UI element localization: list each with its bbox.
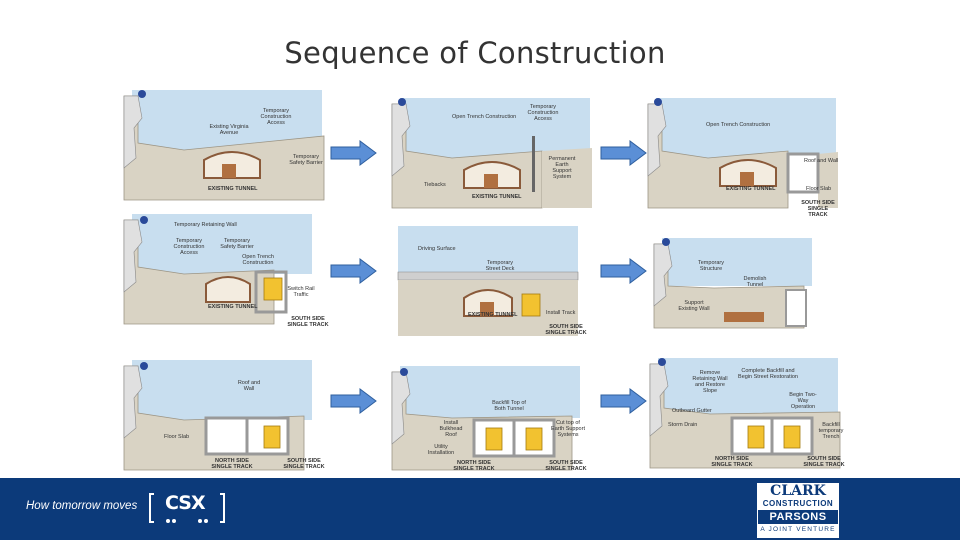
logo-construction: CONSTRUCTION (762, 499, 834, 508)
label-temp-access: Temporary Construction Access (260, 108, 292, 126)
panel-8-illustration (391, 366, 580, 471)
label-complete-backfill: Complete Backfill and Begin Street Resto… (738, 368, 798, 380)
label-temp-structure: Temporary Structure (698, 260, 724, 272)
panel-step-1: Temporary Construction Access Existing V… (123, 88, 325, 201)
logo-joint-venture: A JOINT VENTURE (760, 526, 836, 533)
label-south-side: SOUTH SIDE SINGLE TRACK (803, 456, 845, 468)
label-temp-access: Temporary Construction Access (527, 104, 559, 122)
label-north-side: NORTH SIDE SINGLE TRACK (711, 456, 753, 468)
label-south-side: SOUTH SIDE SINGLE TRACK (545, 460, 587, 472)
label-storm-drain: Storm Drain (668, 422, 698, 428)
label-existing-tunnel: EXISTING TUNNEL (472, 194, 522, 200)
panel-step-9: Remove Retaining Wall and Restore Slope … (649, 356, 850, 469)
label-south-side: SOUTH SIDE SINGLE TRACK (801, 200, 835, 218)
panel-step-7: Roof and Wall Floor Slab NORTH SIDE SING… (123, 358, 325, 471)
panel-9-illustration (649, 358, 841, 469)
label-street-deck: Temporary Street Deck (485, 260, 515, 272)
label-tiebacks: Tiebacks (424, 182, 446, 188)
label-open-trench: Open Trench Construction (452, 114, 517, 120)
label-safety-barrier: Temporary Safety Barrier (220, 238, 254, 250)
label-south-side: SOUTH SIDE SINGLE TRACK (283, 458, 325, 470)
label-existing-tunnel: EXISTING TUNNEL (468, 312, 518, 318)
label-utility: Utility Installation (427, 444, 455, 456)
arrow-4-to-5 (330, 258, 377, 284)
footer-tagline: How tomorrow moves (26, 500, 138, 512)
label-install-roof: Install Bulkhead Roof (439, 420, 463, 438)
label-floor-slab: Floor Slab (806, 186, 832, 192)
label-existing-tunnel: EXISTING TUNNEL (208, 304, 258, 310)
arrow-5-to-6 (600, 258, 647, 284)
label-open-trench: Open Trench Construction (706, 122, 771, 128)
panel-3-illustration (647, 98, 838, 209)
panel-step-6: Temporary Structure Demolish Tunnel Supp… (653, 236, 854, 348)
label-driving-surface: Driving Surface (418, 246, 456, 252)
panel-step-4: Temporary Retaining Wall Temporary Const… (123, 212, 329, 328)
panel-2-illustration (391, 98, 592, 209)
label-temp-access: Temporary Construction Access (173, 238, 205, 256)
label-north-side: NORTH SIDE SINGLE TRACK (453, 460, 495, 472)
label-safety-barrier: Temporary Safety Barrier (289, 154, 323, 166)
label-two-way: Begin Two-Way Operation (789, 392, 817, 410)
panel-6-illustration (653, 238, 812, 329)
label-existing-tunnel: EXISTING TUNNEL (726, 186, 776, 192)
panel-7-illustration (123, 360, 312, 471)
label-north-side: NORTH SIDE SINGLE TRACK (211, 458, 253, 470)
label-existing-avenue: Existing Virginia Avenue (209, 124, 249, 136)
label-demolish: Demolish Tunnel (743, 276, 767, 288)
label-switch-rail: Switch Rail Traffic (287, 286, 315, 298)
logo-clark: CLARK (770, 483, 826, 499)
label-roof-wall: Roof and Wall (237, 380, 261, 392)
arrow-8-to-9 (600, 388, 647, 414)
label-open-trench: Open Trench Construction (242, 254, 274, 266)
csx-logo-icon (149, 493, 225, 523)
clark-parsons-logo: CLARK CONSTRUCTION PARSONS A JOINT VENTU… (757, 483, 839, 538)
label-install-track: Install Track (546, 310, 576, 316)
panel-step-8: Backfill Top of Both Tunnel Install Bulk… (391, 364, 592, 476)
label-south-side: SOUTH SIDE SINGLE TRACK (287, 316, 329, 328)
csx-logo-text: CSX (165, 492, 206, 514)
logo-parsons: PARSONS (758, 510, 838, 524)
panel-4-illustration (123, 214, 312, 325)
slide-title: Sequence of Construction (284, 36, 666, 70)
panel-1-illustration (123, 90, 325, 201)
label-earth-support: Permanent Earth Support System (548, 156, 576, 180)
label-retaining-wall: Temporary Retaining Wall (174, 222, 237, 228)
label-backfill: Backfill Top of Both Tunnel (492, 400, 526, 412)
panel-5-illustration (397, 226, 579, 336)
panel-step-5: Driving Surface Temporary Street Deck In… (397, 224, 598, 336)
arrow-2-to-3 (600, 140, 647, 166)
label-backfill-temp: Backfill temporary Trench (818, 422, 844, 440)
panel-step-2: Open Trench Construction Temporary Const… (391, 96, 592, 209)
label-support-wall: Support Existing Wall (678, 300, 710, 312)
arrow-7-to-8 (330, 388, 377, 414)
arrow-1-to-2 (330, 140, 377, 166)
label-remove-wall: Remove Retaining Wall and Restore Slope (692, 370, 728, 394)
panel-step-3: Open Trench Construction Roof and Wall F… (647, 96, 848, 218)
label-existing-tunnel: EXISTING TUNNEL (208, 186, 258, 192)
label-floor-slab: Floor Slab (164, 434, 190, 440)
label-roof-wall: Roof and Wall (804, 158, 839, 164)
label-outboard: Outboard Gutter (672, 408, 712, 414)
label-cut-top: Cut top of Earth Support Systems (551, 420, 585, 438)
label-south-side: SOUTH SIDE SINGLE TRACK (545, 324, 587, 336)
